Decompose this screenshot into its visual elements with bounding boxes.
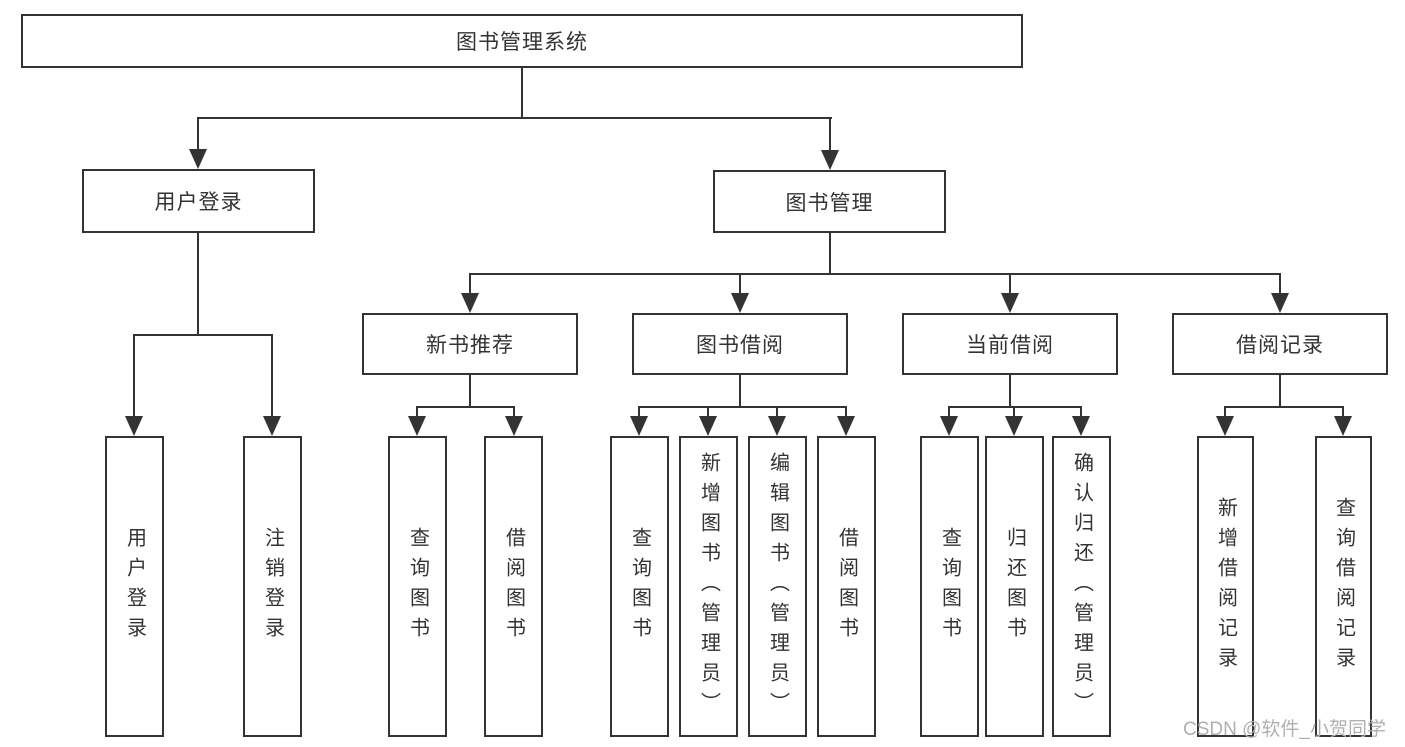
connector-line xyxy=(829,117,831,151)
leaf-query-books-borrow: 查询图书 xyxy=(610,436,669,737)
connector-line xyxy=(776,406,778,418)
connector-line xyxy=(1224,406,1344,408)
leaf-confirm-return-admin: 确认归还（管理员） xyxy=(1052,436,1111,737)
arrow-down-icon xyxy=(1271,293,1289,313)
node-label: 借阅记录 xyxy=(1236,334,1324,357)
node-label: 新书推荐 xyxy=(426,334,514,357)
node-new-book-recommendation: 新书推荐 xyxy=(362,313,578,375)
arrow-down-icon xyxy=(408,416,426,436)
leaf-borrow-books-recommend: 借阅图书 xyxy=(484,436,543,737)
connector-line xyxy=(416,406,515,408)
connector-line xyxy=(638,406,847,408)
leaf-user-login: 用户登录 xyxy=(105,436,164,737)
node-book-borrowing: 图书借阅 xyxy=(632,313,848,375)
leaf-label: 确认归还（管理员） xyxy=(1070,451,1093,722)
connector-line xyxy=(469,273,1281,275)
connector-line xyxy=(1279,273,1281,295)
node-book-management: 图书管理 xyxy=(713,170,946,233)
connector-line xyxy=(638,406,640,418)
arrow-down-icon xyxy=(837,416,855,436)
arrow-down-icon xyxy=(1216,416,1234,436)
arrow-down-icon xyxy=(768,416,786,436)
connector-line xyxy=(1013,406,1015,418)
leaf-label: 查询图书 xyxy=(628,526,651,647)
arrow-down-icon xyxy=(461,293,479,313)
arrow-down-icon xyxy=(1001,293,1019,313)
leaf-label: 查询借阅记录 xyxy=(1332,496,1355,677)
leaf-query-books-recommend: 查询图书 xyxy=(388,436,447,737)
leaf-label: 归还图书 xyxy=(1003,526,1026,647)
leaf-return-books: 归还图书 xyxy=(985,436,1044,737)
connector-line xyxy=(469,375,471,408)
arrow-down-icon xyxy=(263,416,281,436)
connector-line xyxy=(1080,406,1082,418)
leaf-label: 借阅图书 xyxy=(835,526,858,647)
node-user-login: 用户登录 xyxy=(82,169,315,233)
connector-line xyxy=(197,233,199,336)
node-borrowing-records: 借阅记录 xyxy=(1172,313,1388,375)
connector-line xyxy=(1342,406,1344,418)
leaf-add-book-admin: 新增图书（管理员） xyxy=(679,436,738,737)
leaf-label: 编辑图书（管理员） xyxy=(766,451,789,722)
connector-line xyxy=(416,406,418,418)
connector-line xyxy=(829,233,831,275)
arrow-down-icon xyxy=(731,293,749,313)
node-label: 图书管理系统 xyxy=(456,31,588,54)
node-label: 用户登录 xyxy=(154,191,243,214)
connector-line xyxy=(133,334,273,336)
leaf-edit-book-admin: 编辑图书（管理员） xyxy=(748,436,807,737)
leaf-borrow-books: 借阅图书 xyxy=(817,436,876,737)
node-label: 图书管理 xyxy=(785,191,874,215)
node-library-management-system: 图书管理系统 xyxy=(21,14,1023,68)
connector-line xyxy=(1009,375,1011,408)
node-label: 当前借阅 xyxy=(966,334,1054,357)
connector-line xyxy=(521,68,523,118)
leaf-query-books-current: 查询图书 xyxy=(920,436,979,737)
leaf-add-borrow-record: 新增借阅记录 xyxy=(1197,436,1254,737)
connector-line xyxy=(845,406,847,418)
connector-line xyxy=(271,334,273,418)
leaf-label: 查询图书 xyxy=(406,526,429,647)
leaf-query-borrow-record: 查询借阅记录 xyxy=(1315,436,1372,737)
connector-line xyxy=(948,406,950,418)
arrow-down-icon xyxy=(630,416,648,436)
arrow-down-icon xyxy=(940,416,958,436)
watermark: CSDN @软件_小贺同学 xyxy=(1183,719,1386,740)
connector-line xyxy=(513,406,515,418)
connector-line xyxy=(197,117,199,151)
arrow-down-icon xyxy=(1334,416,1352,436)
connector-line xyxy=(1279,375,1281,408)
leaf-label: 新增图书（管理员） xyxy=(697,451,720,722)
leaf-label: 用户登录 xyxy=(123,526,146,647)
arrow-down-icon xyxy=(821,150,839,170)
arrow-down-icon xyxy=(189,149,207,169)
leaf-label: 新增借阅记录 xyxy=(1214,496,1237,677)
connector-line xyxy=(1009,273,1011,295)
connector-line xyxy=(133,334,135,418)
arrow-down-icon xyxy=(1005,416,1023,436)
connector-line xyxy=(739,375,741,408)
arrow-down-icon xyxy=(505,416,523,436)
connector-line xyxy=(739,273,741,295)
connector-line xyxy=(1224,406,1226,418)
connector-line xyxy=(707,406,709,418)
node-label: 图书借阅 xyxy=(696,334,784,357)
leaf-logout: 注销登录 xyxy=(243,436,302,737)
leaf-label: 借阅图书 xyxy=(502,526,525,647)
connector-line xyxy=(469,273,471,295)
arrow-down-icon xyxy=(125,416,143,436)
node-current-borrowing: 当前借阅 xyxy=(902,313,1118,375)
arrow-down-icon xyxy=(699,416,717,436)
connector-line xyxy=(197,117,832,119)
connector-line xyxy=(948,406,1082,408)
leaf-label: 查询图书 xyxy=(938,526,961,647)
arrow-down-icon xyxy=(1072,416,1090,436)
leaf-label: 注销登录 xyxy=(261,526,284,647)
